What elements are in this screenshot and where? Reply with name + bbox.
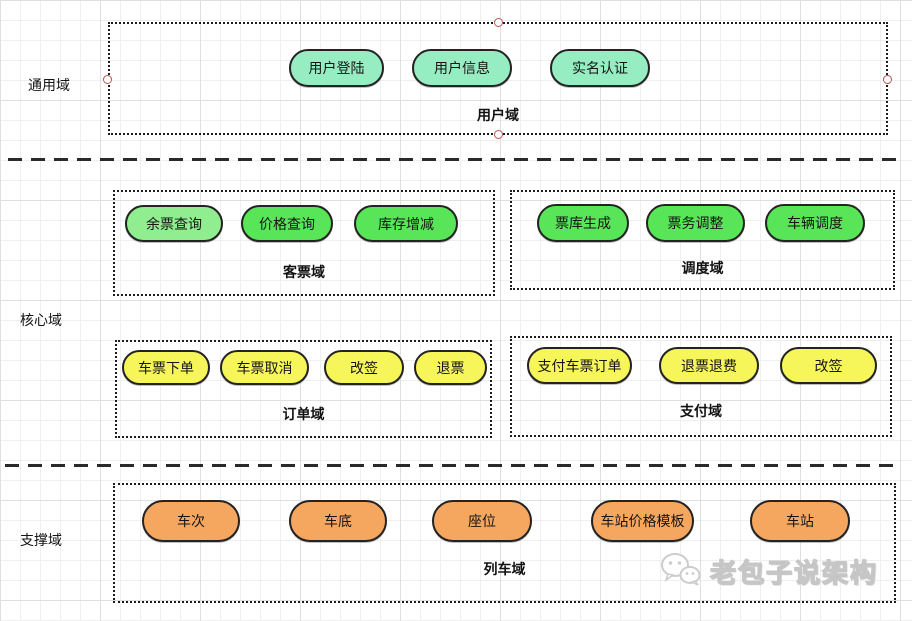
train-unit-button[interactable]: 车底 (289, 500, 387, 542)
user-info-button[interactable]: 用户信息 (412, 49, 512, 87)
dashed-divider-bottom (5, 464, 895, 467)
refund-fee-button[interactable]: 退票退费 (659, 347, 759, 384)
real-name-auth-button[interactable]: 实名认证 (550, 49, 650, 87)
payment-domain-label: 支付域 (680, 403, 722, 419)
station-button[interactable]: 车站 (750, 500, 850, 542)
seat-button[interactable]: 座位 (432, 500, 532, 542)
row-label-common-domain: 通用域 (28, 77, 70, 93)
station-price-template-button[interactable]: 车站价格模板 (591, 500, 694, 542)
vehicle-dispatch-button[interactable]: 车辆调度 (765, 204, 865, 242)
remaining-ticket-query-button[interactable]: 余票查询 (125, 205, 223, 242)
row-label-core-domain: 核心域 (20, 312, 62, 328)
price-query-button[interactable]: 价格查询 (241, 205, 333, 242)
train-domain-box[interactable]: 车次 车底 座位 车站价格模板 车站 列车域 老包子说架构 (113, 483, 896, 603)
ticket-pool-generate-button[interactable]: 票库生成 (537, 204, 629, 242)
dashed-divider-top (8, 158, 896, 161)
pay-ticket-order-button[interactable]: 支付车票订单 (527, 347, 632, 384)
payment-rebook-button[interactable]: 改签 (780, 347, 877, 384)
ticketing-adjust-button[interactable]: 票务调整 (646, 204, 745, 242)
row-label-support-domain: 支撑域 (20, 532, 62, 548)
watermark-text: 老包子说架构 (709, 557, 878, 588)
dispatch-domain-box[interactable]: 票库生成 票务调整 车辆调度 调度域 (510, 190, 895, 290)
watermark: 老包子说架构 (660, 552, 878, 591)
connection-point-left-icon[interactable] (103, 75, 112, 84)
user-domain-label: 用户域 (477, 107, 519, 123)
connection-point-top-icon[interactable] (494, 18, 503, 27)
user-domain-box[interactable]: 用户登陆 用户信息 实名认证 用户域 (108, 22, 888, 135)
order-domain-box[interactable]: 车票下单 车票取消 改签 退票 订单域 (115, 340, 492, 438)
ticket-domain-box[interactable]: 余票查询 价格查询 库存增减 客票域 (113, 190, 495, 296)
train-number-button[interactable]: 车次 (142, 500, 240, 542)
payment-domain-box[interactable]: 支付车票订单 退票退费 改签 支付域 (510, 336, 892, 437)
refund-ticket-button[interactable]: 退票 (414, 350, 487, 385)
order-domain-label: 订单域 (282, 406, 325, 422)
wechat-icon (660, 552, 702, 591)
ticket-cancel-button[interactable]: 车票取消 (220, 350, 309, 385)
inventory-adjust-button[interactable]: 库存增减 (354, 205, 458, 242)
dispatch-domain-label: 调度域 (681, 260, 724, 276)
ticket-order-button[interactable]: 车票下单 (122, 350, 210, 385)
order-rebook-button[interactable]: 改签 (324, 350, 404, 385)
connection-point-right-icon[interactable] (883, 75, 892, 84)
ticket-domain-label: 客票域 (283, 264, 325, 280)
connection-point-bottom-icon[interactable] (494, 130, 503, 139)
user-login-button[interactable]: 用户登陆 (289, 49, 384, 87)
train-domain-label: 列车域 (483, 561, 526, 577)
